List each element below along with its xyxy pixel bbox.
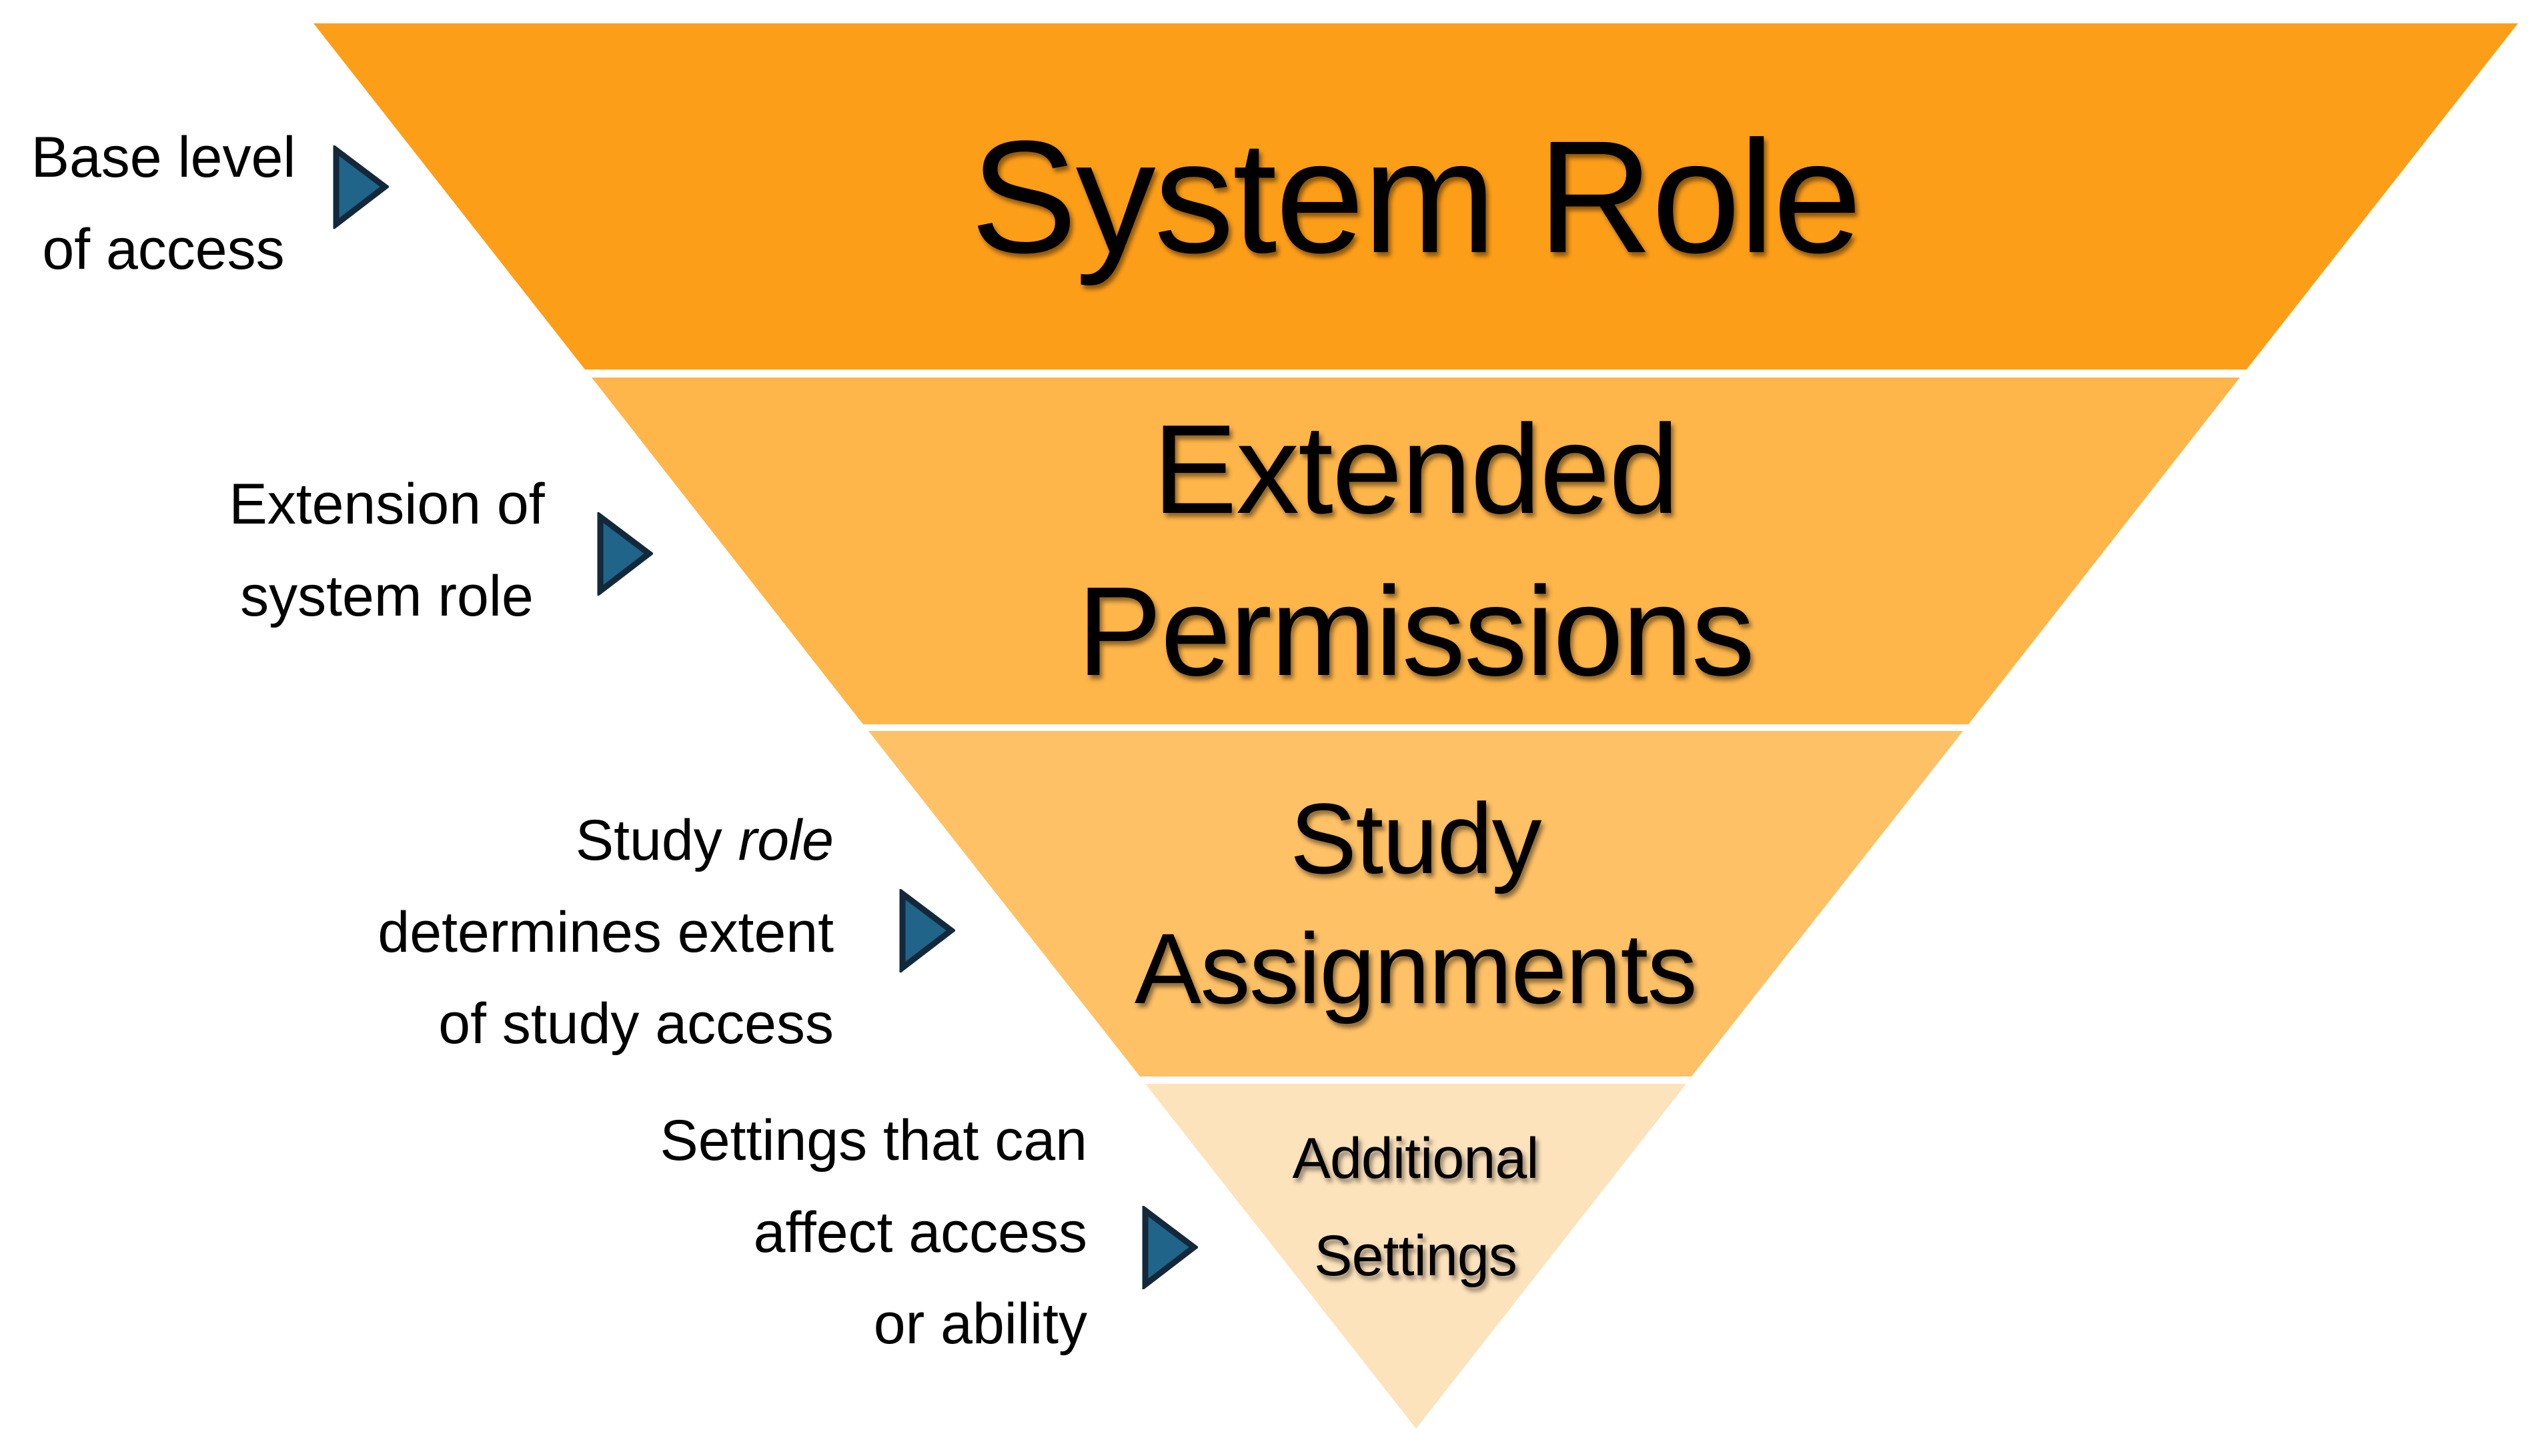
annotation-line: Base level: [31, 125, 296, 189]
funnel-title-system-role: System Role: [748, 23, 2082, 370]
annotation-base-level-of-access: Base level of access: [20, 112, 307, 295]
annotation-line: or ability: [873, 1292, 1087, 1357]
right-triangle-icon: [1142, 1206, 1198, 1289]
annotation-line: affect access: [753, 1200, 1087, 1265]
annotation-line: determines extent: [378, 900, 834, 964]
right-triangle-icon: [899, 889, 955, 972]
annotation-extension-of-system-role: Extension of system role: [213, 459, 560, 642]
annotation-line: Extension of: [229, 472, 545, 536]
annotation-line: Settings that can: [660, 1109, 1087, 1173]
annotation-line: system role: [240, 564, 534, 628]
right-triangle-icon: [333, 145, 389, 229]
annotation-settings-affect-access: Settings that can affect access or abili…: [614, 1095, 1087, 1371]
funnel-title-extended-permissions: Extended Permissions: [748, 378, 2082, 724]
funnel-title-line: Additional: [1292, 1126, 1539, 1191]
right-triangle-icon: [597, 512, 653, 596]
funnel-title-line: Settings: [1314, 1224, 1517, 1288]
funnel-title-line: Assignments: [1134, 912, 1698, 1024]
annotation-study-role-extent: Study role determines extent of study ac…: [360, 795, 834, 1070]
funnel-title-line: System Role: [970, 107, 1862, 286]
funnel-title-line: Extended: [1153, 398, 1680, 540]
annotation-line: of access: [42, 217, 285, 281]
annotation-text: Study: [575, 808, 738, 872]
funnel-title-line: Permissions: [1077, 561, 1755, 702]
annotation-text-italic: role: [738, 808, 834, 872]
annotation-line: Study role: [360, 795, 834, 887]
funnel-title-additional-settings: Additional Settings: [748, 1084, 2082, 1331]
annotation-line: of study access: [438, 992, 834, 1056]
funnel-band-system-role: [313, 23, 2518, 370]
funnel-band-extended-permissions: [592, 378, 2240, 724]
funnel-title-study-assignments: Study Assignments: [748, 731, 2082, 1076]
funnel-title-line: Study: [1289, 782, 1542, 894]
